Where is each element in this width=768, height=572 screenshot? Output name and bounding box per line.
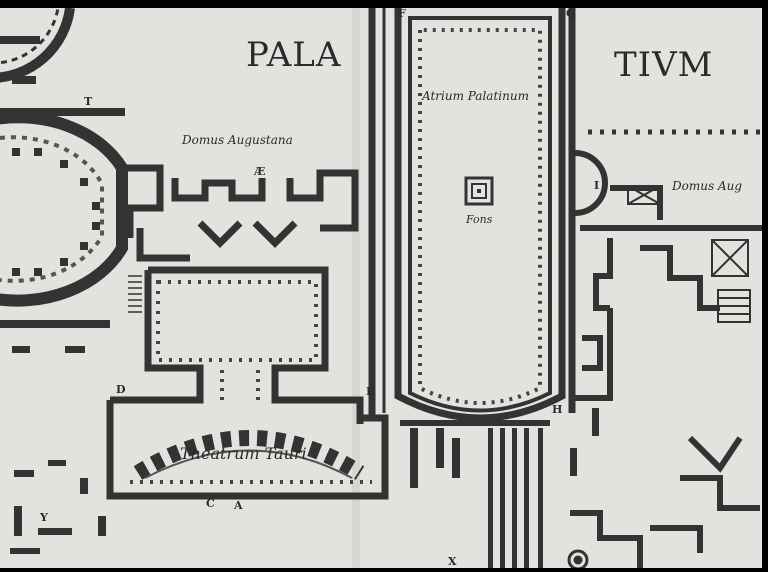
right-lower-ruins xyxy=(570,435,760,568)
atrium-palatinum xyxy=(368,8,576,422)
small-round-feature xyxy=(567,549,589,568)
rotunda-top-left xyxy=(0,8,75,83)
marker-f: F xyxy=(398,8,406,20)
courtyard-colonnade xyxy=(156,280,318,362)
region-label-pala: PALA xyxy=(246,35,342,75)
stairs xyxy=(128,275,142,313)
marker-g: G xyxy=(566,8,576,20)
lower-left-fragments xyxy=(10,460,106,554)
domus-augustana-complex xyxy=(110,164,364,424)
marker-e: E xyxy=(366,385,375,398)
theatrum-tauri xyxy=(106,400,389,500)
marker-x: X xyxy=(448,555,457,568)
crossed-rooms xyxy=(627,185,751,323)
marker-a: A xyxy=(234,499,243,512)
fons-label: Fons xyxy=(466,213,493,226)
sheet-seam xyxy=(352,8,360,568)
domus-aug-right-label: Domus Aug xyxy=(672,179,743,193)
marker-d: D xyxy=(116,383,126,396)
round-hall-left xyxy=(0,111,128,307)
plan-drawing xyxy=(0,8,762,568)
marker-y: Y xyxy=(40,511,48,524)
right-rooms xyxy=(574,150,762,401)
theatrum-tauri-label: Theatrum Tauri xyxy=(180,444,307,463)
marker-ae: Æ xyxy=(254,165,266,178)
marker-c: C xyxy=(206,497,215,510)
marker-i: I xyxy=(594,179,600,192)
left-outer-walls xyxy=(0,36,125,353)
atrium-palatinum-label: Atrium Palatinum xyxy=(422,89,529,103)
lower-passages xyxy=(400,408,599,568)
domus-augustana-label: Domus Augustana xyxy=(182,133,293,147)
marker-h: H xyxy=(552,403,563,416)
corridor-dots xyxy=(220,370,260,400)
marker-t: T xyxy=(84,95,93,108)
fons-fountain xyxy=(464,176,494,206)
palatium-plan-map: PALA TIVM Domus Augustana Domus Aug Atri… xyxy=(0,8,762,568)
region-label-tivm: TIVM xyxy=(614,45,714,85)
